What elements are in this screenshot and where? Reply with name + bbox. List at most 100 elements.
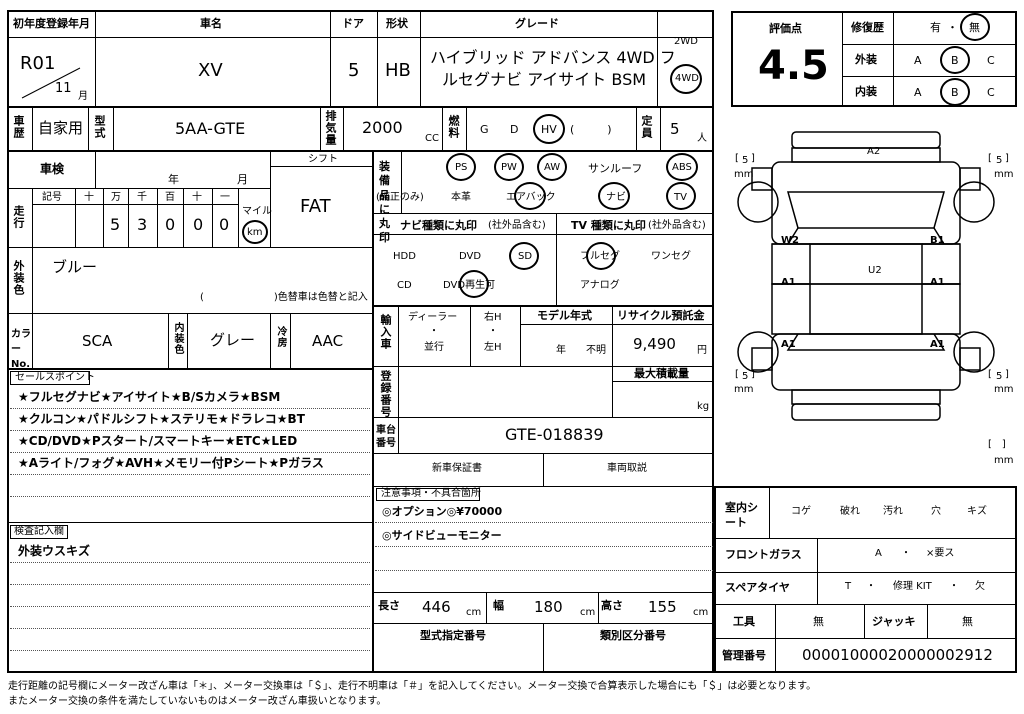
import-dot-1: ・ <box>429 326 439 337</box>
diag-a2: A2 <box>867 146 881 157</box>
tv-circle <box>666 182 696 210</box>
int-a: A <box>914 86 922 99</box>
navi-cd: CD <box>397 280 412 291</box>
first-reg-label: 初年度登録年月 <box>13 17 90 30</box>
spare-dot-1: ・ <box>866 581 876 592</box>
car-diagram <box>737 131 995 421</box>
import-dot-2: ・ <box>488 326 498 337</box>
int-c: C <box>987 86 995 99</box>
score-value: 4.5 <box>758 43 829 89</box>
seat-item-3: 汚れ <box>883 506 903 517</box>
chassis-value: GTE-018839 <box>505 425 604 444</box>
import-right: 右H <box>484 312 502 323</box>
abs-circle <box>666 153 698 181</box>
ac-label: 冷房 <box>275 326 286 348</box>
diag-b1: B1 <box>930 235 945 246</box>
navi-sd: SD <box>518 251 533 262</box>
displacement-label: 排気量 <box>324 110 337 146</box>
navi-dvd: DVD <box>459 251 482 262</box>
condition-table <box>714 486 1017 673</box>
width-value: 180 <box>534 598 563 616</box>
tread-fr: 5 <box>996 155 1003 166</box>
car-name-label: 車名 <box>200 17 222 30</box>
equip-airbag: エアバック <box>506 192 556 203</box>
equip-leather: 本革 <box>451 192 471 203</box>
shaken-month: 月 <box>237 173 248 186</box>
digit-label-2: 万 <box>111 192 121 203</box>
glass-a: A <box>875 548 882 559</box>
spare-none: 欠 <box>975 581 985 592</box>
usage-label: 車歴 <box>12 115 25 139</box>
import-parallel: 並行 <box>424 342 444 353</box>
capacity-value: 5 <box>670 120 680 138</box>
grade-label: グレード <box>515 17 559 30</box>
spare-dot-2: ・ <box>949 581 959 592</box>
tread-rl-bracket: [ <box>735 369 739 380</box>
repair-label: 修復歴 <box>851 21 884 34</box>
fuel-label: 燃料 <box>447 115 460 139</box>
import-left: 左H <box>484 342 502 353</box>
diag-a1-rear-right: A1 <box>930 339 945 350</box>
tv-types-label: TV 種類に丸印 <box>571 219 646 232</box>
door-label: ドア <box>342 17 364 30</box>
repair-dot: ・ <box>947 21 958 34</box>
int-b: B <box>951 86 959 99</box>
month-unit: 月 <box>78 91 88 102</box>
width-label: 幅 <box>493 599 504 612</box>
tread-rr-bracket: [ <box>988 369 992 380</box>
navi-circle <box>598 182 630 210</box>
navi-types-note: (社外品含む) <box>488 220 546 231</box>
glass-dot: ・ <box>901 548 911 559</box>
shaken-label: 車検 <box>40 162 65 176</box>
sales-label-box <box>10 371 90 385</box>
notes-label-box <box>376 488 480 501</box>
ac-value: AAC <box>312 332 344 350</box>
height-value: 155 <box>648 598 677 616</box>
spare-mm: mm <box>994 455 1014 466</box>
equip-label-note: (純正のみ) <box>376 192 424 203</box>
height-unit: cm <box>693 607 709 618</box>
shape-label: 形状 <box>386 17 408 30</box>
repair-no-circle <box>960 13 990 41</box>
sales-label: セールスポイント <box>15 372 95 383</box>
capacity-label: 定員 <box>640 115 653 139</box>
diag-a1-left: A1 <box>781 277 796 288</box>
ext-b-circle <box>940 46 970 74</box>
shift-value: FAT <box>300 196 331 217</box>
equip-label: 装備品に丸印 <box>379 160 390 245</box>
import-dealer: ディーラー <box>408 312 458 323</box>
color-code-label: カラーNo. <box>11 329 31 370</box>
class-no-label: 類別区分番号 <box>600 629 666 642</box>
seat-label: 室内シート <box>725 501 758 530</box>
kigo-label: 記号 <box>42 192 62 203</box>
tread-rr-close: ] <box>1005 369 1009 380</box>
seat-item-2: 破れ <box>840 506 860 517</box>
tv-types-note: (社外品含む) <box>648 220 706 231</box>
score-label: 評価点 <box>769 22 802 35</box>
spare-label: スペアタイヤ <box>725 581 790 594</box>
equip-pw: PW <box>501 162 517 173</box>
interior-color: グレー <box>210 331 256 349</box>
digit-label-5: 十 <box>192 192 202 203</box>
digit-label-6: 一 <box>220 192 230 203</box>
glass-label: フロントガラス <box>725 548 802 561</box>
repair-yes: 有 <box>930 21 941 34</box>
tread-fl-bracket: [ <box>735 153 739 164</box>
recycle-yen: 円 <box>697 345 707 356</box>
fuel-hv-circle <box>533 114 565 144</box>
footer-line-2: またメーター交換の条件を満たしていないものはメーター改ざん車扱いとなります。 <box>8 696 387 707</box>
tread-rl-close: ] <box>751 369 755 380</box>
navi-hdd: HDD <box>393 251 416 262</box>
spare-bracket: [ ] <box>988 439 1006 450</box>
tread-rr: 5 <box>996 371 1003 382</box>
diag-u2: U2 <box>868 265 882 276</box>
inspector-label: 検査記入欄 <box>14 526 64 537</box>
diag-a1-rear-left: A1 <box>781 339 796 350</box>
type-no-label: 型式指定番号 <box>420 629 486 642</box>
mileage-digit-6: 0 <box>219 215 230 234</box>
navi-types-label: ナビ種類に丸印 <box>400 219 477 232</box>
fullseg-circle <box>586 242 616 270</box>
seat-item-4: 穴 <box>931 506 941 517</box>
tread-rr-mm: mm <box>994 384 1014 395</box>
cc-unit: CC <box>425 133 439 144</box>
